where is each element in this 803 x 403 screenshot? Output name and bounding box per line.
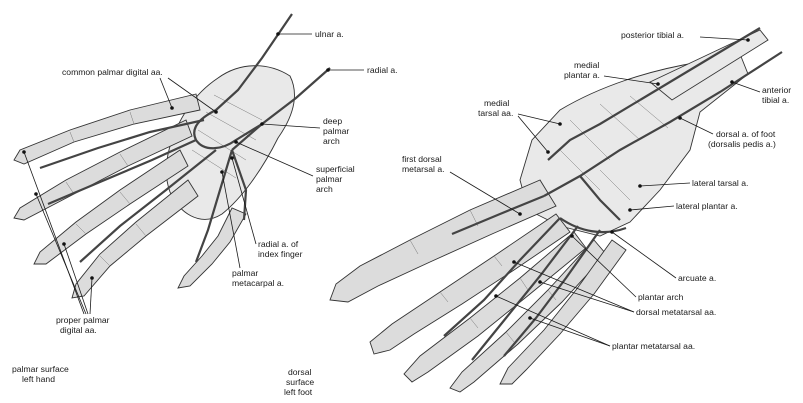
svg-text:medial: medial [484,98,509,108]
caption-dorsal-surface-left-foot: dorsal surface left foot [284,367,314,397]
label-medial-tarsal-aa: medial tarsal aa. [478,98,513,118]
svg-text:palmar surface: palmar surface [12,364,69,374]
svg-text:anterior: anterior [762,85,791,95]
svg-text:arch: arch [323,136,340,146]
svg-text:proper palmar: proper palmar [56,315,110,325]
svg-text:surface: surface [286,377,314,387]
svg-text:digital aa.: digital aa. [60,325,97,335]
label-plantar-metatarsal-aa: plantar metatarsal aa. [612,341,695,351]
label-ulnar-a: ulnar a. [315,29,344,39]
label-plantar-arch: plantar arch [638,292,684,302]
svg-text:superficial: superficial [316,164,355,174]
svg-text:metarsal a.: metarsal a. [402,164,445,174]
svg-text:left foot: left foot [284,387,313,397]
label-posterior-tibial-a: posterior tibial a. [621,30,684,40]
label-first-dorsal-metarsal-a: first dorsal metarsal a. [402,154,445,174]
label-lateral-plantar-a: lateral plantar a. [676,201,738,211]
label-arcuate-a: arcuate a. [678,273,716,283]
svg-text:(dorsalis pedis a.): (dorsalis pedis a.) [708,139,776,149]
label-anterior-tibial-a: anterior tibial a. [762,85,791,105]
svg-text:palmar: palmar [316,174,342,184]
label-radial-a: radial a. [367,65,398,75]
svg-text:tarsal aa.: tarsal aa. [478,108,513,118]
svg-text:index finger: index finger [258,249,303,259]
svg-text:arch: arch [316,184,333,194]
svg-text:tibial a.: tibial a. [762,95,789,105]
svg-text:plantar a.: plantar a. [564,70,600,80]
svg-text:palmar: palmar [323,126,349,136]
label-dorsal-a-of-foot: dorsal a. of foot (dorsalis pedis a.) [708,129,776,149]
caption-palmar-surface-left-hand: palmar surface left hand [12,364,69,384]
label-deep-palmar-arch: deep palmar arch [323,116,349,146]
svg-text:dorsal a. of foot: dorsal a. of foot [716,129,776,139]
label-superficial-palmar-arch: superficial palmar arch [316,164,355,194]
label-proper-palmar-digital-aa: proper palmar digital aa. [56,315,110,335]
svg-text:palmar: palmar [232,268,258,278]
svg-text:metacarpal a.: metacarpal a. [232,278,284,288]
svg-text:medial: medial [574,60,599,70]
label-palmar-metacarpal-a: palmar metacarpal a. [232,268,284,288]
svg-text:first dorsal: first dorsal [402,154,442,164]
label-dorsal-metatarsal-aa: dorsal metatarsal aa. [636,307,716,317]
svg-text:left hand: left hand [22,374,55,384]
label-radial-a-of-index-finger: radial a. of index finger [258,239,303,259]
svg-text:deep: deep [323,116,342,126]
svg-text:radial a. of: radial a. of [258,239,299,249]
label-medial-plantar-a: medial plantar a. [564,60,600,80]
label-common-palmar-digital-aa: common palmar digital aa. [62,67,163,77]
svg-text:dorsal: dorsal [288,367,311,377]
label-lateral-tarsal-a: lateral tarsal a. [692,178,748,188]
